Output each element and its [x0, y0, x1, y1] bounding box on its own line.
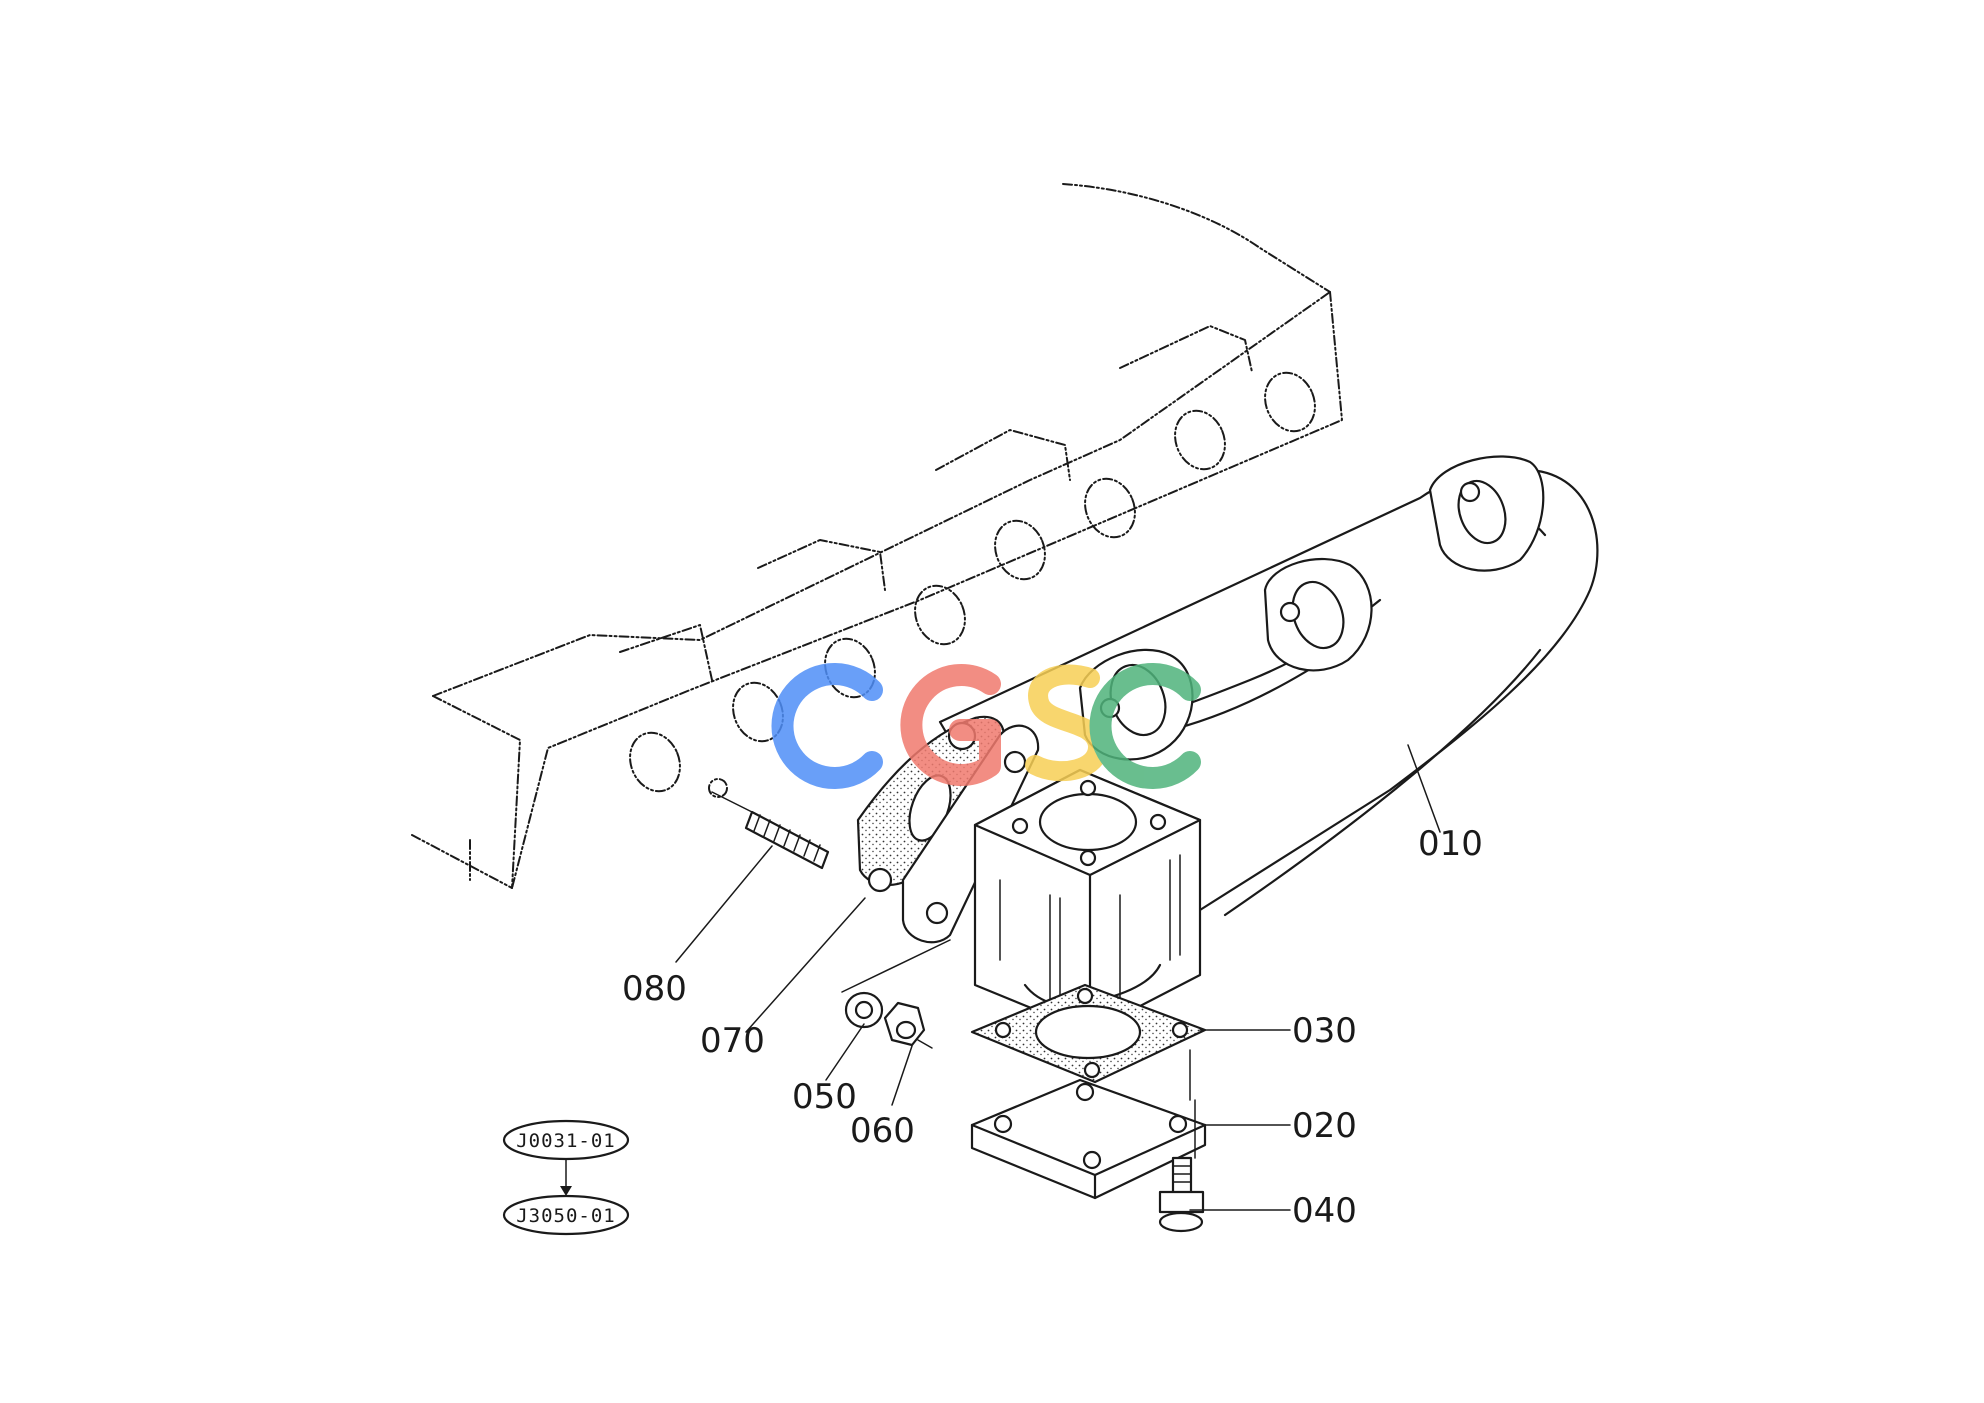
callout-070: 070 [700, 1021, 765, 1061]
callout-020: 020 [1292, 1106, 1357, 1146]
cover-plate [970, 1078, 1207, 1200]
part-callouts: 010 030 020 040 050 060 070 080 [622, 824, 1483, 1231]
leader-lines [675, 744, 1441, 1211]
reference-ellipse-to [502, 1194, 630, 1236]
callout-050: 050 [792, 1077, 857, 1117]
stud-bolt [711, 791, 830, 870]
reference-arrowhead [560, 1186, 572, 1196]
callout-080: 080 [622, 969, 687, 1009]
reference-from: J0031-01 [516, 1130, 616, 1152]
outlet-junction-box [973, 768, 1202, 1034]
spring-washer [844, 991, 884, 1029]
callout-030: 030 [1292, 1011, 1357, 1051]
gasket [970, 983, 1207, 1084]
hex-nut [841, 939, 951, 1049]
callout-010: 010 [1418, 824, 1483, 864]
exhaust-manifold [856, 455, 1599, 962]
callout-060: 060 [850, 1111, 915, 1151]
reference-codes: J0031-01 J3050-01 [502, 1119, 630, 1236]
reference-to: J3050-01 [516, 1205, 616, 1227]
cgsc-watermark [771, 663, 1201, 789]
cylinder-head-phantom [411, 183, 1343, 889]
callout-040: 040 [1292, 1191, 1357, 1231]
flange-bolt [1158, 1156, 1205, 1233]
